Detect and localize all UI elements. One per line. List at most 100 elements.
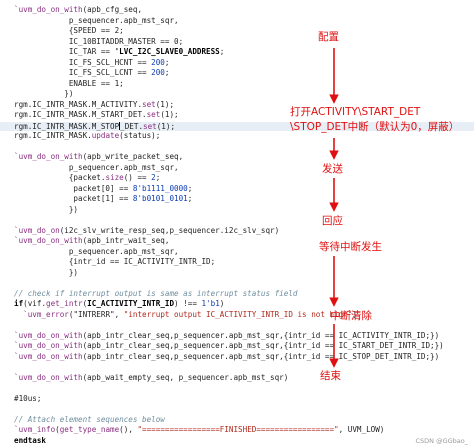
code-token: (1); [160, 110, 179, 119]
code-token: {intr_id == IC_ACTIVITY_INTR_ID; [14, 257, 216, 266]
code-token: rgm.IC_INTR_MASK.M_STOP [14, 121, 120, 131]
code-token: ("INTRERR", [68, 309, 124, 319]
code-line: rgm.IC_INTR_MASK.update(status); [0, 131, 161, 141]
code-token: ; [187, 194, 193, 203]
code-token: "interrupt output IC_ACTIVITY_INTR_ID is… [123, 309, 353, 319]
code-token: `uvm_do_on_with [14, 351, 83, 361]
code-token: (1); [155, 99, 175, 109]
code-token: ) [219, 299, 225, 308]
code-line: {intr_id == IC_ACTIVITY_INTR_ID; [0, 257, 216, 267]
code-token: IC_ACTIVITY_INTR_ID [87, 299, 175, 308]
code-token: `uvm_do_on_with [14, 5, 83, 14]
code-token: }) [14, 267, 79, 277]
code-line: }) [0, 204, 79, 215]
code-token: ) !== [174, 299, 202, 308]
code-token: ) [352, 309, 357, 319]
code-line: p_sequencer.apb_mst_sqr, [0, 162, 179, 173]
code-line: `uvm_do_on_with(apb_cfg_seq, [0, 5, 143, 15]
code-token: IC_TAR == [14, 47, 115, 56]
code-token: p_sequencer.apb_mst_sqr, [14, 15, 179, 25]
code-token: packet[0] == [14, 183, 133, 193]
code-token: rgm.IC_INTR_MASK. [14, 131, 92, 140]
code-line: rgm.IC_INTR_MASK.M_STOP_DET.set(1); [0, 121, 474, 131]
code-token: (1); [156, 121, 176, 131]
code-token: 'LVC_I2C_SLAVE0_ADDRESS [114, 47, 220, 56]
code-token: (status); [119, 131, 161, 140]
code-line: packet[1] == 8'b0101_0101; [0, 194, 193, 204]
code-line: // Attach element sequences below [0, 414, 165, 425]
code-line: }) [0, 267, 79, 278]
code-line: rgm.IC_INTR_MASK.M_ACTIVITY.set(1); [0, 99, 175, 110]
code-token: }) [14, 204, 79, 214]
code-token: `uvm_do_on_with [14, 341, 83, 350]
code-line: `uvm_do_on(i2c_slv_write_resp_seq,p_sequ… [0, 225, 280, 236]
code-line: p_sequencer.apb_mst_sqr, [0, 247, 179, 257]
code-token: rgm.IC_INTR_MASK.M_ACTIVITY. [14, 99, 143, 109]
code-token: set [142, 99, 156, 109]
code-line: IC_FS_SCL_HCNT == 200; [0, 57, 170, 68]
code-line: `uvm_do_on_with(apb_intr_wait_seq, [0, 236, 170, 246]
code-line: IC_FS_SCL_LCNT == 200; [0, 68, 170, 78]
code-token: ; [219, 47, 225, 56]
code-line: `uvm_do_on_with(apb_write_packet_seq, [0, 152, 184, 162]
code-line: p_sequencer.apb_mst_sqr, [0, 15, 179, 26]
annotation-end: 结束 [320, 370, 341, 382]
code-line: packet[0] == 8'b1111_0000; [0, 183, 192, 194]
code-token: , UVM_LOW) [338, 425, 385, 434]
code-token: (apb_intr_wait_seq, [82, 236, 170, 245]
annotation-clear-interrupt: 中断清除 [330, 310, 372, 322]
code-line: endtask [0, 435, 47, 446]
code-token: // Attach element sequences below [14, 414, 165, 424]
watermark-footer: CSDN @GGbao_ [415, 437, 468, 445]
code-token: // check if interrupt output is same as … [14, 288, 298, 298]
code-token: (), [119, 425, 138, 434]
code-token: (vif. [23, 299, 47, 308]
code-token: ( [82, 299, 88, 308]
code-token: p_sequencer.apb_mst_sqr, [14, 162, 179, 172]
code-token: ( [55, 425, 60, 434]
code-token: IC_FS_SCL_LCNT == [14, 68, 152, 77]
code-token: (apb_intr_clear_seq,p_sequencer.apb_mst_… [82, 351, 440, 361]
text-cursor [119, 121, 121, 130]
code-line: {packet.size() == 2; [0, 173, 160, 183]
code-token: IC_FS_SCL_HCNT == [14, 57, 152, 67]
code-line: rgm.IC_INTR_MASK.M_START_DET.set(1); [0, 110, 179, 120]
code-token: () == [123, 173, 152, 182]
code-token: IC_10BITADDR_MASTER == 0; [14, 36, 184, 46]
code-token: `uvm_do_on_with [14, 152, 83, 161]
code-token: (apb_intr_clear_seq,p_sequencer.apb_mst_… [82, 330, 440, 340]
code-token: size [105, 173, 124, 182]
code-token: get_intr [46, 299, 83, 308]
code-line: }) [0, 89, 74, 99]
code-line: // check if interrupt output is same as … [0, 288, 298, 299]
code-token: 200 [151, 57, 165, 67]
code-token: (i2c_slv_write_resp_seq,p_sequencer.i2c_… [59, 225, 280, 235]
code-token: get_type_name [59, 425, 120, 434]
code-line: `uvm_do_on_with(apb_wait_empty_seq, p_se… [0, 373, 288, 383]
code-token: }) [14, 89, 74, 98]
code-token: if [14, 299, 24, 308]
annotation-open-interrupt-line2: \STOP_DET中断（默认为0，屏蔽） [290, 121, 460, 133]
code-line: #10us; [0, 394, 41, 404]
code-token: {packet. [14, 173, 106, 182]
code-token: 2 [151, 173, 156, 182]
code-token: "=================FINISHED==============… [137, 425, 339, 434]
code-token: update [91, 131, 120, 140]
code-token: set [143, 121, 157, 131]
code-token: (apb_write_packet_seq, [82, 152, 184, 161]
code-token: ; [164, 57, 170, 67]
code-token: `uvm_do_on_with [14, 236, 83, 245]
code-token: endtask [14, 435, 47, 445]
annotation-respond: 回应 [322, 215, 343, 227]
code-line: ENABLE == 1; [0, 79, 124, 89]
code-token: `uvm_do_on [14, 225, 60, 235]
annotation-send: 发送 [322, 163, 343, 175]
code-token: set [146, 110, 161, 119]
code-token: 1'b1 [201, 299, 220, 308]
code-line: `uvm_do_on_with(apb_intr_clear_seq,p_seq… [0, 330, 440, 341]
code-token: (apb_cfg_seq, [82, 5, 143, 14]
code-line: `uvm_do_on_with(apb_intr_clear_seq,p_seq… [0, 341, 444, 351]
annotation-open-interrupt-line1: 打开ACTIVITY\START_DET [290, 106, 421, 118]
